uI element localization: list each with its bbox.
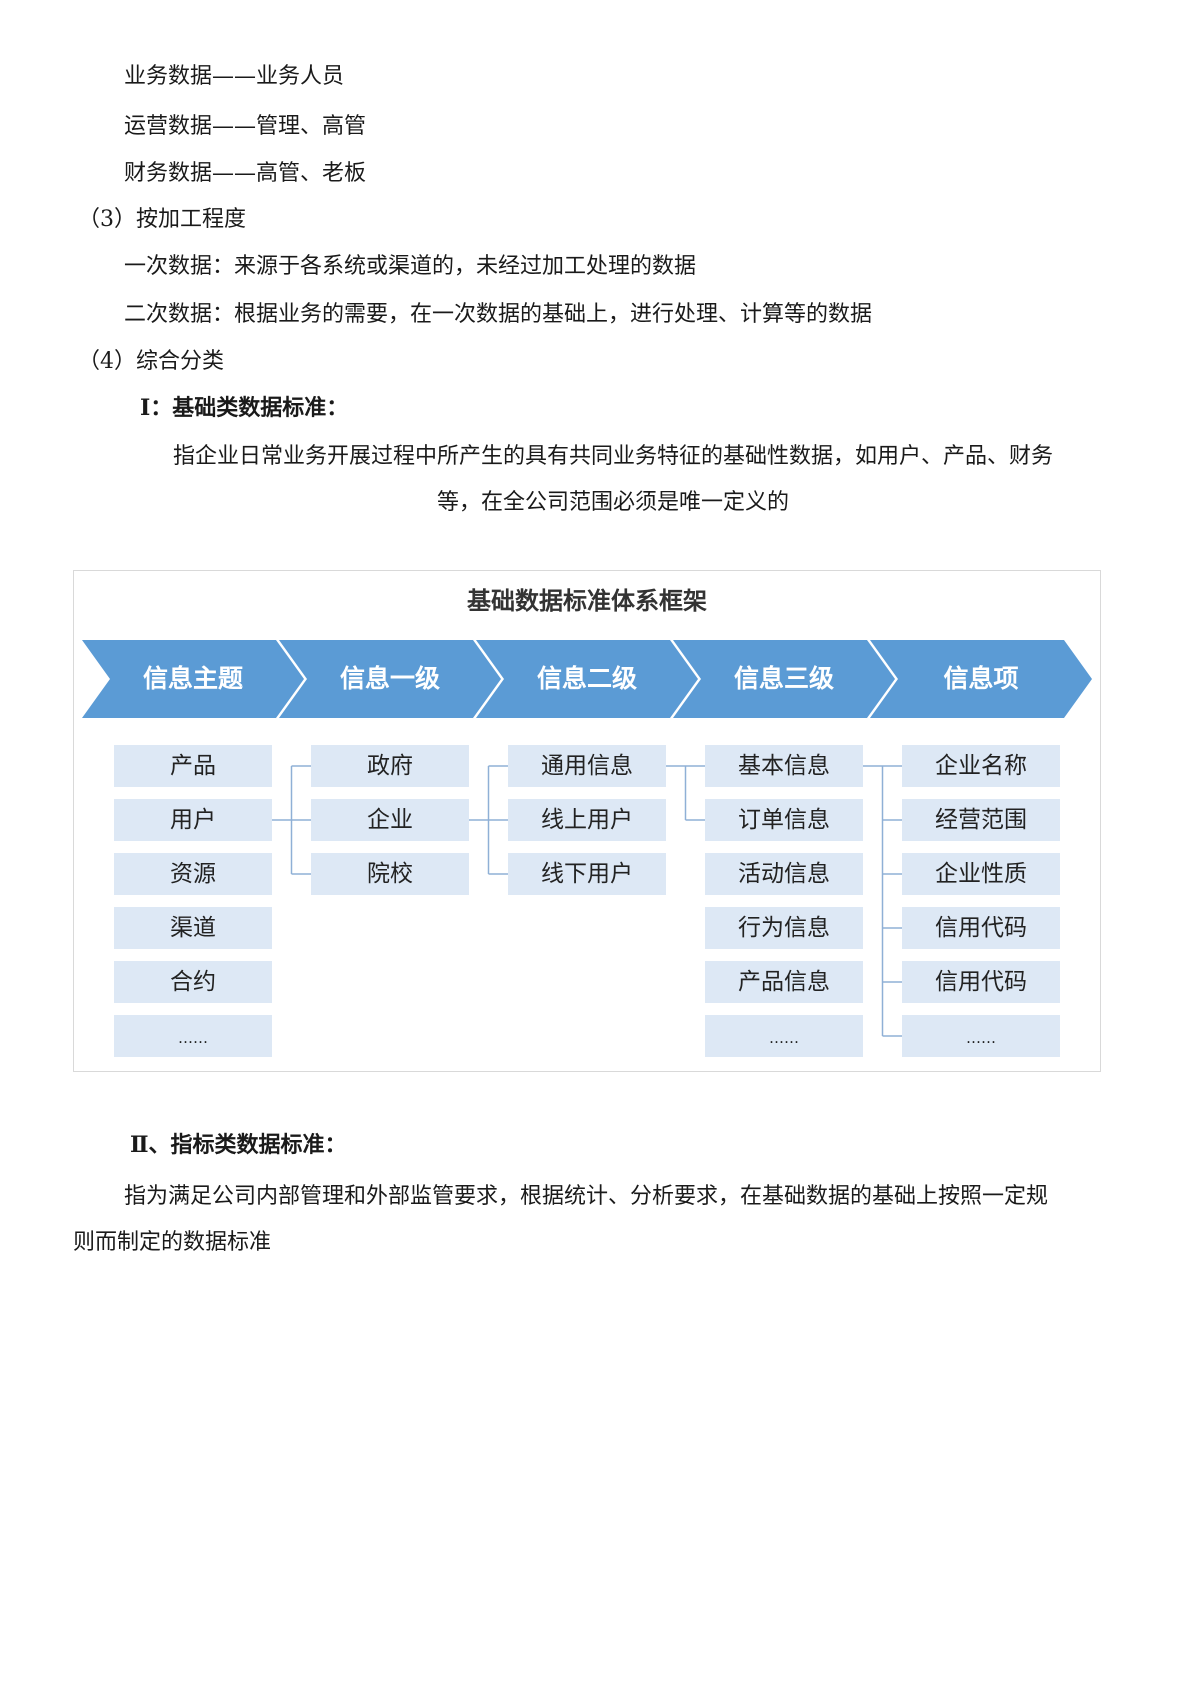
diagram-cell: 线下用户 <box>508 853 666 895</box>
header-label: 信息主题 <box>142 664 243 693</box>
chevron-shape <box>673 640 895 718</box>
diagram-cell: 订单信息 <box>705 799 863 841</box>
text-line: 一次数据：来源于各系统或渠道的，未经过加工处理的数据 <box>124 254 697 279</box>
text-line: 财务数据——高管、老板 <box>124 161 367 186</box>
diagram-cell: 产品 <box>114 745 272 787</box>
diagram-cell: 通用信息 <box>508 745 666 787</box>
diagram-cell: …… <box>902 1015 1060 1057</box>
section-heading: （3）按加工程度 <box>78 207 246 232</box>
chevron-shape <box>279 640 501 718</box>
paragraph-line: 指为满足公司内部管理和外部监管要求，根据统计、分析要求，在基础数据的基础上按照一… <box>124 1184 1049 1209</box>
header-chevron: 信息一级 <box>279 640 501 718</box>
paragraph-line: 指企业日常业务开展过程中所产生的具有共同业务特征的基础性数据，如用户、产品、财务 <box>172 444 1053 469</box>
subsection-heading: Ⅰ：基础类数据标准： <box>140 395 349 421</box>
header-chevron: 信息主题 <box>82 640 304 718</box>
diagram-title: 基础数据标准体系框架 <box>467 587 707 615</box>
paragraph-line: 则而制定的数据标准 <box>73 1230 272 1255</box>
diagram-cell: 线上用户 <box>508 799 666 841</box>
chevron-shape <box>476 640 698 718</box>
diagram-cell: …… <box>705 1015 863 1057</box>
chevron-shape <box>870 640 1092 718</box>
framework-diagram: 基础数据标准体系框架 信息主题 信息一级 信息二级 信息三级 信息项产品用户资源渠道合约… <box>73 570 1101 1072</box>
header-chevron: 信息项 <box>870 640 1092 718</box>
diagram-cell: 院校 <box>311 853 469 895</box>
text-line: 业务数据——业务人员 <box>124 64 345 89</box>
diagram-cell: …… <box>114 1015 272 1057</box>
diagram-cell: 政府 <box>311 745 469 787</box>
diagram-cell: 企业 <box>311 799 469 841</box>
header-chevron: 信息三级 <box>673 640 895 718</box>
header-label: 信息三级 <box>733 664 834 693</box>
diagram-cell: 用户 <box>114 799 272 841</box>
diagram-cell: 资源 <box>114 853 272 895</box>
header-label: 信息项 <box>943 664 1019 693</box>
diagram-cell: 企业性质 <box>902 853 1060 895</box>
connector-lines <box>272 765 902 1037</box>
diagram-cell: 渠道 <box>114 907 272 949</box>
diagram-cell: 行为信息 <box>705 907 863 949</box>
text-line: 二次数据：根据业务的需要，在一次数据的基础上，进行处理、计算等的数据 <box>124 302 873 327</box>
diagram-cell: 经营范围 <box>902 799 1060 841</box>
section-heading: （4）综合分类 <box>78 349 224 374</box>
diagram-cell: 基本信息 <box>705 745 863 787</box>
header-label: 信息一级 <box>339 664 440 693</box>
diagram-cell: 合约 <box>114 961 272 1003</box>
diagram-cell: 企业名称 <box>902 745 1060 787</box>
diagram-cell: 活动信息 <box>705 853 863 895</box>
subsection-heading: Ⅱ、指标类数据标准： <box>130 1132 347 1158</box>
diagram-cell: 产品信息 <box>705 961 863 1003</box>
header-chevron: 信息二级 <box>476 640 698 718</box>
diagram-cell: 信用代码 <box>902 961 1060 1003</box>
chevron-shape <box>82 640 304 718</box>
header-label: 信息二级 <box>536 664 637 693</box>
text-line: 运营数据——管理、高管 <box>124 114 367 139</box>
diagram-cell: 信用代码 <box>902 907 1060 949</box>
paragraph-line: 等，在全公司范围必须是唯一定义的 <box>436 490 789 515</box>
